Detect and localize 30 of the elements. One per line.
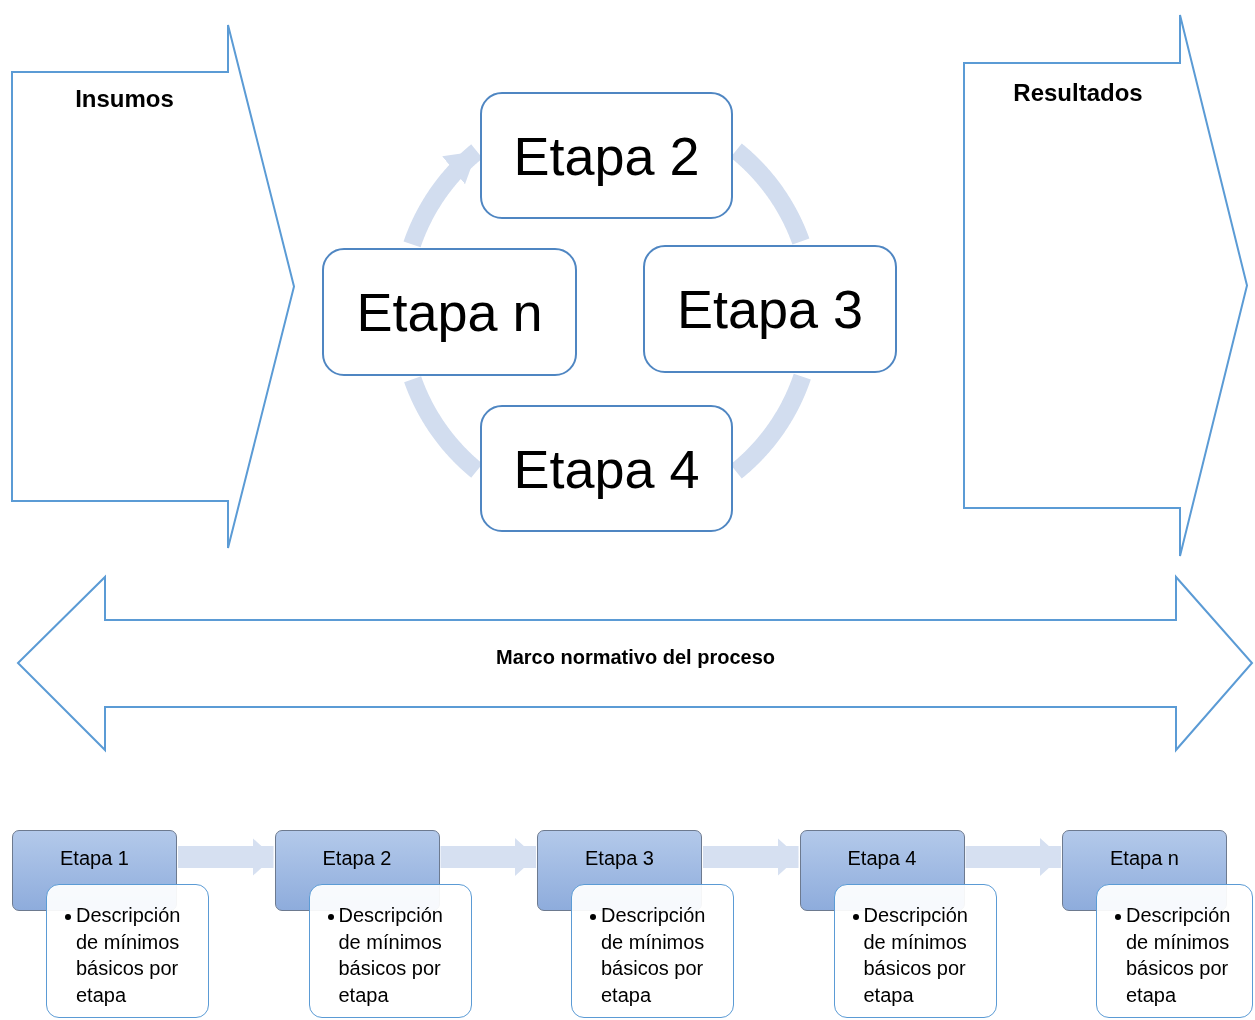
stage-box <box>322 248 577 376</box>
stage-label: Etapa n <box>356 281 543 343</box>
stage-box <box>480 405 733 532</box>
stage-label: Etapa 4 <box>846 847 918 870</box>
heading: Insumos <box>74 85 175 113</box>
arrow <box>440 838 536 876</box>
arrow <box>965 838 1061 876</box>
description-box <box>1096 884 1253 1018</box>
description-text: Descripción de mínimos básicos por etapa <box>1126 903 1232 1008</box>
description-box <box>571 884 734 1018</box>
stage-label: Etapa 3 <box>584 847 655 870</box>
band-label: Marco normativo del proceso <box>495 646 776 669</box>
stage-label: Etapa 2 <box>513 124 700 187</box>
stage-label: Etapa 2 <box>321 847 393 870</box>
stage-box <box>643 245 897 373</box>
description-text: Descripción de mínimos básicos por etapa <box>863 903 969 1008</box>
description-box <box>833 884 997 1018</box>
heading: Resultados <box>1012 79 1144 107</box>
stage-label: Etapa 4 <box>513 437 700 500</box>
arrow <box>178 838 274 876</box>
description-text: Descripción de mínimos básicos por etapa <box>76 903 182 1008</box>
description-box <box>308 884 472 1018</box>
stage-label: Etapa n <box>1109 847 1180 870</box>
stage-label: Etapa 1 <box>59 847 130 870</box>
stage-box <box>480 92 733 219</box>
description-text: Descripción de mínimos básicos por etapa <box>338 903 444 1008</box>
description-box <box>46 884 209 1018</box>
description-text: Descripción de mínimos básicos por etapa <box>601 903 707 1008</box>
arrow <box>703 838 799 876</box>
stage-label: Etapa 3 <box>676 278 864 340</box>
